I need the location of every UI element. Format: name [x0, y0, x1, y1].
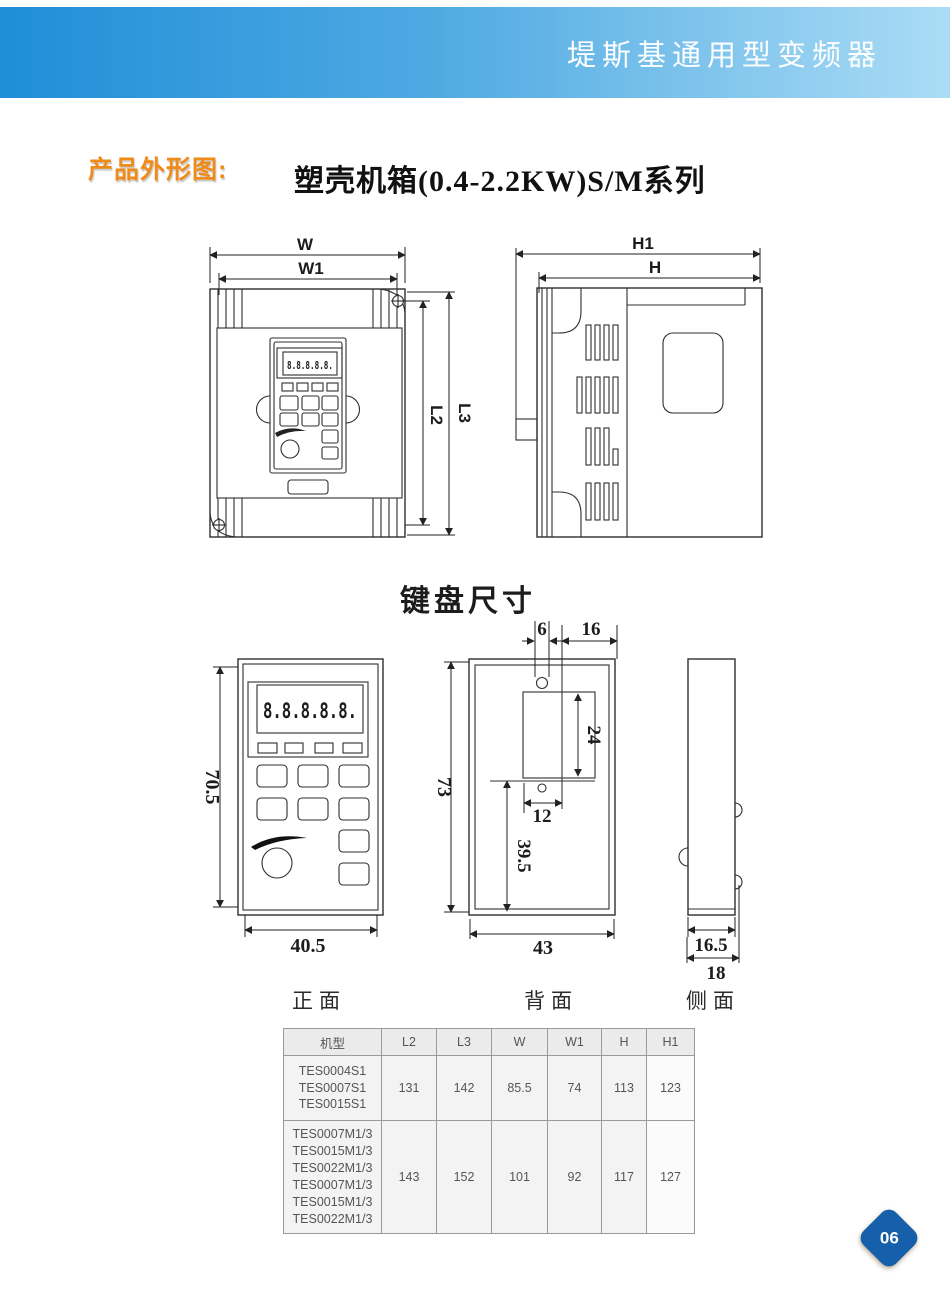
- col-header-w1: W1: [547, 1028, 602, 1056]
- inverter-side-view: H1 H: [515, 234, 763, 538]
- section-label: 产品外形图:: [88, 156, 228, 184]
- table-row: TES0004S1 TES0007S1 TES0015S1 131 142 85…: [283, 1055, 695, 1121]
- display-readout: 8.8.8.8.8.: [263, 699, 357, 723]
- view-label-front: 正面: [292, 990, 346, 1013]
- dim-slot-height: 24: [583, 726, 604, 746]
- header-title: 堤斯基通用型变频器: [566, 39, 882, 72]
- side-opening: [662, 332, 724, 414]
- dim-total-depth: 18: [707, 963, 726, 984]
- model-cell: TES0007M1/3 TES0015M1/3 TES0022M1/3 TES0…: [283, 1120, 382, 1234]
- value-cell: 92: [547, 1120, 602, 1234]
- dim-lower-span: 39.5: [513, 839, 534, 872]
- dim-label-w1: W1: [298, 259, 324, 278]
- model-name: TES0022M1/3: [292, 1161, 373, 1176]
- model-name: TES0022M1/3: [292, 1211, 373, 1226]
- table-row: TES0007M1/3 TES0015M1/3 TES0022M1/3 TES0…: [283, 1120, 695, 1234]
- dim-height: 70.5: [201, 770, 223, 805]
- model-name: TES0007M1/3: [292, 1127, 373, 1142]
- page-title: 塑壳机箱(0.4-2.2KW)S/M系列: [294, 165, 706, 198]
- dim-back-width: 43: [533, 937, 553, 959]
- table-header-row: 机型 L2 L3 W W1 H H1: [283, 1028, 695, 1056]
- dim-label-h: H: [649, 258, 661, 277]
- dim-hole-span: 12: [533, 806, 552, 827]
- dim-label-l3: L3: [455, 403, 474, 423]
- dim-label-h1: H1: [632, 234, 654, 253]
- display-readout: 8.8.8.8.8.: [287, 359, 333, 372]
- value-cell: 113: [601, 1055, 647, 1121]
- model-name: TES0004S1: [298, 1063, 367, 1078]
- knob: [280, 439, 300, 459]
- keypad-front-view: 8.8.8.8.8. 70.5 40.5: [201, 658, 384, 957]
- model-name: TES0015M1/3: [292, 1144, 373, 1159]
- col-header-h1: H1: [646, 1028, 695, 1056]
- model-name: TES0007S1: [298, 1080, 367, 1095]
- knob-arc: [275, 428, 306, 437]
- dim-hole-width: 6: [537, 619, 547, 640]
- col-header-model: 机型: [283, 1028, 382, 1056]
- model-name: TES0015M1/3: [292, 1194, 373, 1209]
- mount-hole: [537, 783, 547, 793]
- page-number: 06: [879, 1227, 899, 1247]
- model-cell: TES0004S1 TES0007S1 TES0015S1: [283, 1055, 382, 1121]
- dimension-table: 机型 L2 L3 W W1 H H1 TES0004S1 TES0007S1 T…: [283, 1028, 695, 1234]
- value-cell: 101: [491, 1120, 548, 1234]
- model-name: TES0015S1: [298, 1097, 367, 1112]
- col-header-l2: L2: [381, 1028, 437, 1056]
- value-cell: 142: [436, 1055, 492, 1121]
- value-cell: 74: [547, 1055, 602, 1121]
- view-label-side: 侧面: [686, 990, 740, 1013]
- inverter-front-view: W W1 8.8.8.8.8.: [209, 235, 474, 538]
- keypad-tab: [515, 418, 538, 441]
- dim-top-offset: 16: [582, 619, 601, 640]
- value-cell: 152: [436, 1120, 492, 1234]
- value-cell: 85.5: [491, 1055, 548, 1121]
- col-header-l3: L3: [436, 1028, 492, 1056]
- header-band: 堤斯基通用型变频器: [0, 7, 950, 98]
- value-cell: 117: [601, 1120, 647, 1234]
- model-name: TES0007M1/3: [292, 1178, 373, 1192]
- page-number-badge: 06: [856, 1205, 922, 1271]
- keypad-back-view: 6 16 73 24 12 39.5 43: [433, 619, 618, 959]
- value-cell: 131: [381, 1055, 437, 1121]
- col-header-h: H: [601, 1028, 647, 1056]
- dim-label-w: W: [297, 235, 314, 254]
- dim-width: 40.5: [291, 935, 326, 957]
- value-cell: 123: [646, 1055, 695, 1121]
- value-cell: 127: [646, 1120, 695, 1234]
- keypad-section-title: 键盘尺寸: [400, 585, 536, 618]
- value-cell: 143: [381, 1120, 437, 1234]
- mount-hole: [535, 676, 549, 690]
- knob-arc: [251, 836, 307, 850]
- dim-depth: 16.5: [694, 935, 727, 956]
- keypad-side-view: 16.5 18: [678, 658, 743, 984]
- view-label-back: 背面: [524, 990, 578, 1013]
- knob: [261, 847, 293, 879]
- dim-label-l2: L2: [427, 405, 446, 425]
- col-header-w: W: [491, 1028, 548, 1056]
- vent-slots: [576, 324, 619, 521]
- dim-back-height: 73: [433, 777, 455, 797]
